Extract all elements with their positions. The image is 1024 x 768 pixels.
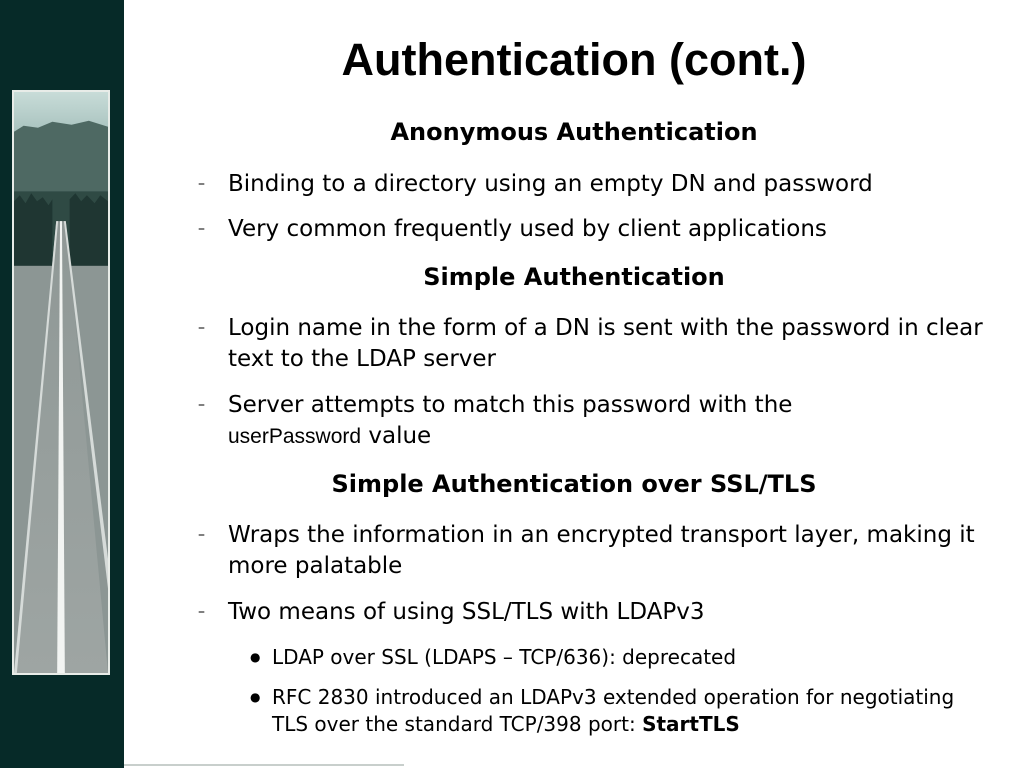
list-item-text: Two means of using SSL/TLS with LDAPv3	[228, 599, 705, 625]
dash-marker: –	[198, 604, 205, 620]
list-item: – Server attempts to match this password…	[198, 390, 998, 452]
attribute-name: userPassword	[228, 425, 362, 448]
road-image	[14, 92, 108, 673]
sub-list-item-text: RFC 2830 introduced an LDAPv3 extended o…	[272, 685, 955, 736]
dash-marker: –	[198, 221, 205, 237]
section-heading-anonymous: Anonymous Authentication	[390, 118, 758, 146]
list-item-text: Wraps the information in an encrypted tr…	[228, 522, 975, 579]
sidebar-panel	[0, 0, 124, 768]
dash-marker: –	[198, 397, 205, 413]
dash-marker: –	[198, 176, 205, 192]
list-item-text: Very common frequently used by client ap…	[228, 216, 827, 242]
list-item: – Wraps the information in an encrypted …	[198, 520, 998, 582]
section-heading-simple: Simple Authentication	[423, 263, 725, 291]
dash-marker: –	[198, 320, 205, 336]
bullet-marker: ●	[250, 650, 261, 664]
list-item: – Binding to a directory using an empty …	[198, 169, 998, 200]
list-item: – Two means of using SSL/TLS with LDAPv3	[198, 597, 998, 628]
list-item: – Login name in the form of a DN is sent…	[198, 313, 998, 375]
list-item: – Very common frequently used by client …	[198, 214, 998, 245]
list-item-text: Server attempts to match this password w…	[228, 392, 793, 418]
sub-list-item: ● RFC 2830 introduced an LDAPv3 extended…	[250, 684, 992, 738]
section-heading-ssl-tls: Simple Authentication over SSL/TLS	[331, 470, 817, 498]
sub-list-item: ● LDAP over SSL (LDAPS – TCP/636): depre…	[250, 644, 992, 671]
list-item-text: Login name in the form of a DN is sent w…	[228, 315, 983, 372]
slide-title: Authentication (cont.)	[341, 34, 807, 85]
dash-marker: –	[198, 527, 205, 543]
bullet-marker: ●	[250, 690, 261, 704]
road-photo	[12, 90, 110, 675]
list-item-text: Binding to a directory using an empty DN…	[228, 171, 873, 197]
list-item-suffix: value	[368, 423, 432, 449]
sub-list-item-text: LDAP over SSL (LDAPS – TCP/636): depreca…	[272, 645, 737, 669]
bottom-rule	[124, 764, 404, 766]
starttls-emphasis: StartTLS	[642, 712, 740, 736]
